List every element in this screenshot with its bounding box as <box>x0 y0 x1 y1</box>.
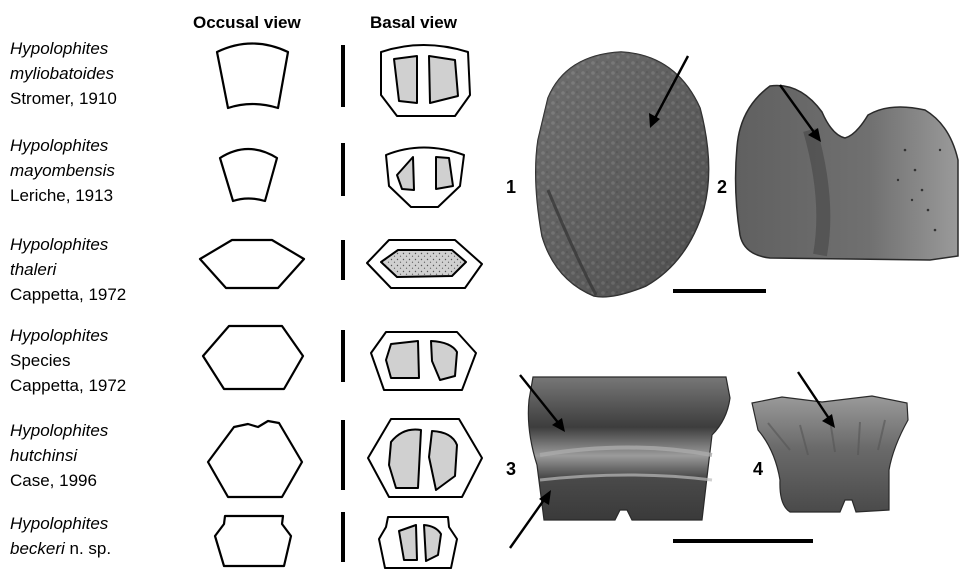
species-label-2: Hypolophites mayombensis Leriche, 1913 <box>10 136 115 205</box>
basal-outline-1-root-left <box>394 56 417 103</box>
occlusal-outline-1 <box>217 44 288 109</box>
separator-bar-1 <box>341 45 345 107</box>
header-basal-view: Basal view <box>370 13 458 32</box>
species-genus: Hypolophites <box>10 421 109 440</box>
panel-label-3: 3 <box>506 459 516 479</box>
separator-bar-2 <box>341 143 345 196</box>
panel-label-2: 2 <box>717 177 727 197</box>
panel-label-1: 1 <box>506 177 516 197</box>
species-author: Leriche, 1913 <box>10 186 113 205</box>
species-suffix: n. sp. <box>65 539 111 558</box>
species-label-6: Hypolophites beckeri n. sp. <box>10 514 111 558</box>
species-epithet: beckeri <box>10 539 66 558</box>
occlusal-outline-4 <box>203 326 303 389</box>
scale-bar-1 <box>673 289 766 293</box>
basal-outline-2-root-left <box>397 157 414 190</box>
occlusal-outline-2 <box>220 149 277 201</box>
separator-bar-6 <box>341 512 345 562</box>
species-epithet: hutchinsi <box>10 446 78 465</box>
basal-outline-3-root <box>381 250 466 277</box>
photo-specimen-2 <box>736 86 958 260</box>
species-epithet-line: beckeri n. sp. <box>10 539 111 558</box>
occlusal-outline-6 <box>215 516 291 566</box>
species-genus: Hypolophites <box>10 136 109 155</box>
species-genus: Hypolophites <box>10 514 109 533</box>
species-epithet: Species <box>10 351 70 370</box>
basal-outline-5 <box>368 419 482 497</box>
species-label-3: Hypolophites thaleri Cappetta, 1972 <box>10 235 126 304</box>
basal-outline-4-root-left <box>386 341 419 378</box>
species-author: Case, 1996 <box>10 471 97 490</box>
separator-bar-3 <box>341 240 345 280</box>
species-genus: Hypolophites <box>10 235 109 254</box>
species-author: Cappetta, 1972 <box>10 376 126 395</box>
species-author: Stromer, 1910 <box>10 89 117 108</box>
arrow-3b <box>510 497 546 548</box>
photo-specimen-3 <box>528 377 730 520</box>
occlusal-outline-3 <box>200 240 304 288</box>
species-epithet: mayombensis <box>10 161 115 180</box>
basal-outline-6 <box>379 517 457 568</box>
species-label-1: Hypolophites myliobatoides Stromer, 1910 <box>10 39 117 108</box>
species-epithet: thaleri <box>10 260 58 279</box>
species-genus: Hypolophites <box>10 39 109 58</box>
header-occlusal-view: Occusal view <box>193 13 302 32</box>
basal-outline-6-root-right <box>424 525 441 561</box>
species-genus: Hypolophites <box>10 326 109 345</box>
basal-outline-2-root-right <box>436 157 453 189</box>
species-author: Cappetta, 1972 <box>10 285 126 304</box>
species-epithet: myliobatoides <box>10 64 114 83</box>
photo-specimen-1 <box>536 52 709 297</box>
basal-outline-5-root-left <box>389 430 421 489</box>
panel-label-4: 4 <box>753 459 763 479</box>
occlusal-outline-5 <box>208 421 302 497</box>
species-label-5: Hypolophites hutchinsi Case, 1996 <box>10 421 109 490</box>
separator-bar-4 <box>341 330 345 382</box>
basal-outline-1-root-right <box>429 56 458 103</box>
separator-bar-5 <box>341 420 345 490</box>
basal-outline-6-root-left <box>399 525 417 560</box>
basal-outline-5-root-right <box>429 431 457 490</box>
photo-specimen-4 <box>752 396 908 512</box>
species-label-4: Hypolophites Species Cappetta, 1972 <box>10 326 126 395</box>
basal-outline-4-root-right <box>431 341 457 380</box>
scale-bar-2 <box>673 539 813 543</box>
